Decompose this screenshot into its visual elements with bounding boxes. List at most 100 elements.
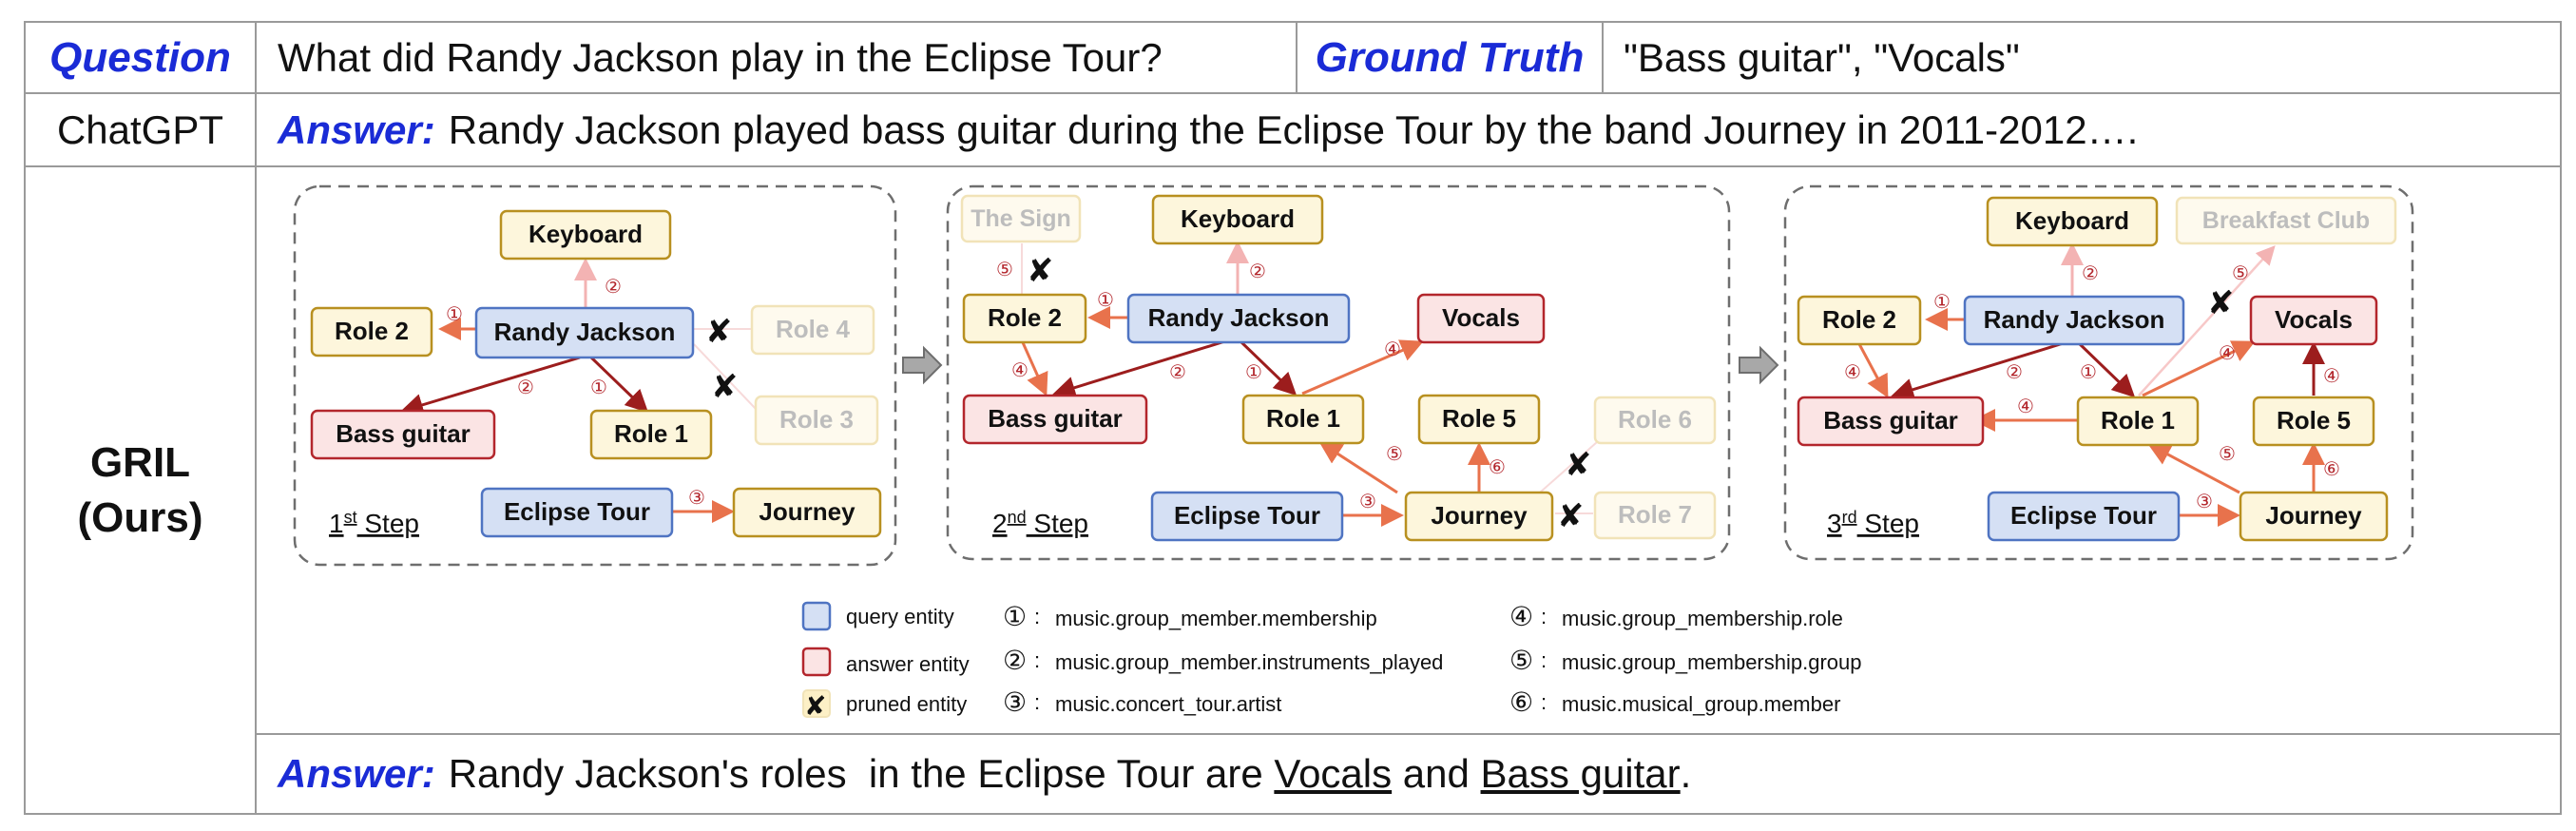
node-role-5: Role 5 xyxy=(2277,406,2351,435)
node-box xyxy=(1241,394,1365,445)
relation-label: ③ xyxy=(2196,492,2213,512)
node-role-2: Role 2 xyxy=(1822,305,1896,334)
relation-label: ② xyxy=(2006,362,2023,383)
step1-label: 1st Step xyxy=(329,508,419,538)
pruned-mark-icon: ✘ xyxy=(1565,447,1592,483)
edge xyxy=(1318,441,1398,494)
legend-answer-swatch xyxy=(801,647,832,677)
node-box xyxy=(1416,293,1546,344)
answer-and: and xyxy=(1392,751,1481,796)
node-role-4: Role 4 xyxy=(776,315,851,343)
edge xyxy=(2138,245,2276,396)
edge xyxy=(1238,338,1298,396)
node-role-1: Role 1 xyxy=(1266,404,1340,433)
edge xyxy=(1301,339,1424,396)
relation-label: ⑤ xyxy=(2219,444,2236,465)
node-eclipse-tour: Eclipse Tour xyxy=(504,497,650,526)
legend-pruned-label: pruned entity xyxy=(846,692,967,716)
legend-query-label: query entity xyxy=(846,605,954,628)
pruned-mark-icon: ✘ xyxy=(804,691,826,721)
node-eclipse-tour: Eclipse Tour xyxy=(2010,501,2157,530)
node-box xyxy=(1986,196,2159,247)
node-eclipse-tour: Eclipse Tour xyxy=(1174,501,1320,530)
node-breakfast-club: Breakfast Club xyxy=(2202,207,2370,234)
legend-relation-num: ⑤ xyxy=(1509,646,1533,675)
node-vocals: Vocals xyxy=(2275,305,2353,334)
node-box xyxy=(480,487,674,538)
relation-label: ⑥ xyxy=(1489,457,1506,478)
node-randy-jackson: Randy Jackson xyxy=(1148,303,1330,332)
node-role-2: Role 2 xyxy=(988,303,1062,332)
node-journey: Journey xyxy=(2265,501,2362,530)
node-keyboard: Keyboard xyxy=(2015,206,2129,235)
legend-sep: : xyxy=(1034,605,1040,628)
step2-label: 2nd Step xyxy=(992,508,1088,538)
node-box xyxy=(2249,295,2378,346)
node-box xyxy=(1987,491,2181,542)
pruned-mark-icon: ✘ xyxy=(1557,498,1585,534)
node-box xyxy=(499,209,672,261)
node-box xyxy=(589,409,713,460)
edge xyxy=(589,356,649,414)
edge xyxy=(2147,443,2240,494)
relation-label: ② xyxy=(1249,261,1266,282)
question-label: Question xyxy=(49,33,231,81)
legend-relation-5: music.group_membership.group xyxy=(1562,650,1862,674)
legend-relation-1: music.group_member.membership xyxy=(1055,607,1377,630)
col-divider xyxy=(255,21,257,815)
node-box xyxy=(1797,295,1922,346)
gril-label-line2: (Ours) xyxy=(77,494,203,541)
edge xyxy=(1891,340,2067,401)
node-journey: Journey xyxy=(1431,501,1528,530)
relation-label: ⑤ xyxy=(996,260,1013,280)
legend-relation-6: music.musical_group.member xyxy=(1562,692,1840,716)
node-box xyxy=(1593,396,1717,445)
step2-graph: The Sign Keyboard Role 2 Randy Jackson V… xyxy=(960,194,1717,542)
node-randy-jackson: Randy Jackson xyxy=(1984,305,2165,334)
ground-truth-text: "Bass guitar", "Vocals" xyxy=(1624,34,2020,80)
legend-relation-num: ⑥ xyxy=(1509,687,1533,717)
node-vocals: Vocals xyxy=(1442,303,1520,332)
edge xyxy=(1020,339,1048,396)
relation-label: ① xyxy=(446,304,463,325)
chatgpt-answer-text: Randy Jackson played bass guitar during … xyxy=(448,106,2139,152)
node-journey: Journey xyxy=(759,497,855,526)
node-bass-guitar: Bass guitar xyxy=(336,419,471,448)
relation-label: ① xyxy=(590,377,607,398)
node-keyboard: Keyboard xyxy=(529,220,643,248)
legend: query entity answer entity ✘ pruned enti… xyxy=(801,601,1862,721)
chatgpt-answer: Answer: Randy Jackson played bass guitar… xyxy=(278,94,2138,165)
table-frame xyxy=(24,21,2562,815)
edge xyxy=(1856,341,1889,398)
row-divider xyxy=(255,733,2562,735)
answer-prefix: Answer: xyxy=(278,751,435,796)
node-box xyxy=(1150,491,1344,542)
relation-label: ① xyxy=(2080,362,2097,383)
gril-label-line1: GRIL xyxy=(89,439,191,486)
relation-label: ④ xyxy=(1011,360,1028,381)
legend-pruned-swatch xyxy=(802,689,831,718)
relation-label: ① xyxy=(1245,362,1262,383)
node-box xyxy=(1151,194,1324,245)
node-box xyxy=(2252,396,2375,447)
step1-panel xyxy=(293,184,897,567)
node-role-5: Role 5 xyxy=(1442,404,1516,433)
relation-label: ⑤ xyxy=(2232,263,2249,284)
row-divider xyxy=(24,165,2562,167)
answer-prefix: Answer: xyxy=(278,106,435,152)
node-role-1: Role 1 xyxy=(2101,406,2175,435)
relation-label: ④ xyxy=(2323,366,2340,387)
node-box xyxy=(750,304,875,356)
node-role-3: Role 3 xyxy=(779,405,854,434)
ground-truth-label: Ground Truth xyxy=(1315,33,1585,81)
node-box xyxy=(2175,196,2397,245)
legend-relation-num: ③ xyxy=(1003,687,1027,717)
legend-answer-label: answer entity xyxy=(846,652,970,676)
node-randy-jackson: Randy Jackson xyxy=(494,318,676,346)
relation-label: ② xyxy=(517,377,534,398)
node-role-6: Role 6 xyxy=(1618,405,1692,434)
relation-label: ④ xyxy=(1384,339,1401,360)
legend-sep: : xyxy=(1541,648,1547,672)
col-divider xyxy=(1296,21,1298,93)
